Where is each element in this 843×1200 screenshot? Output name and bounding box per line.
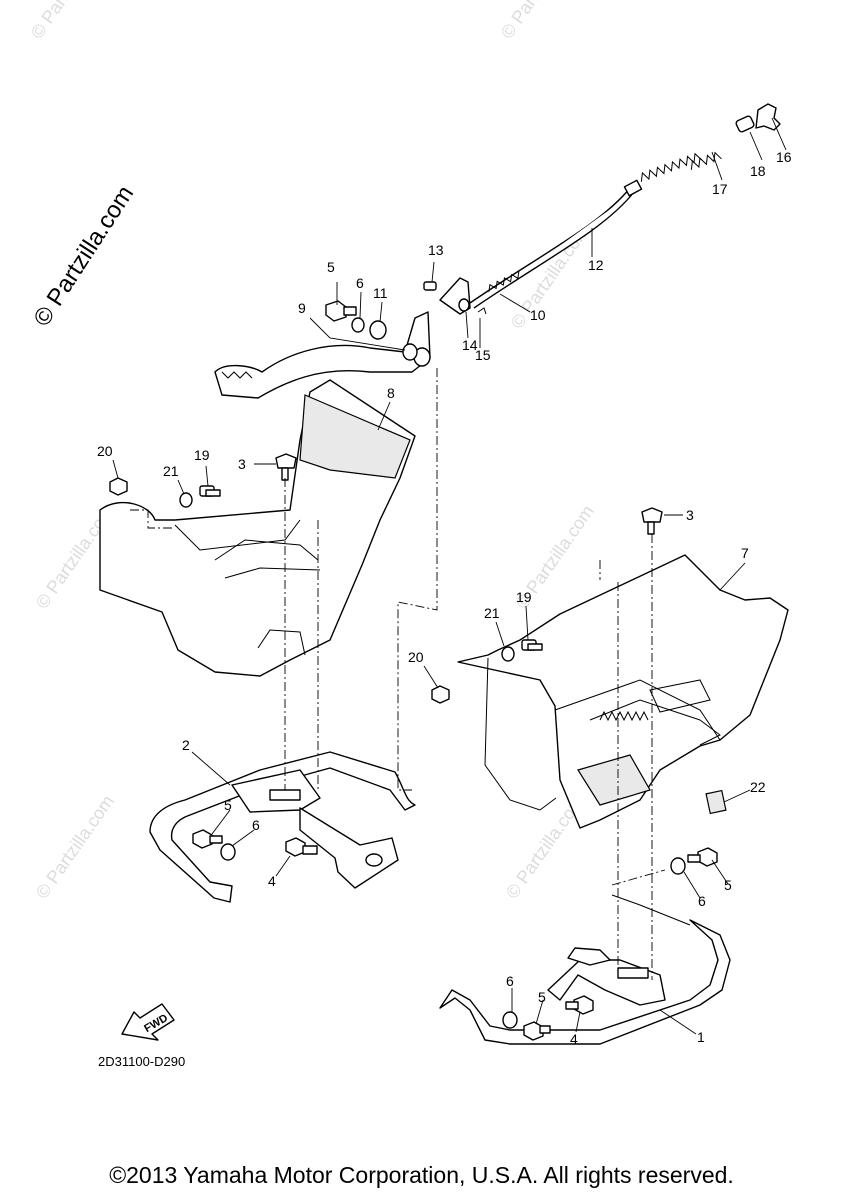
callout-6: 6 bbox=[356, 275, 364, 291]
bolt-5-right-upper bbox=[687, 847, 718, 867]
callout-4: 4 bbox=[570, 1031, 578, 1047]
callout-5: 5 bbox=[724, 877, 732, 893]
bolt-4-left bbox=[285, 837, 318, 857]
callout-11: 11 bbox=[373, 285, 388, 301]
callout-21: 21 bbox=[484, 605, 500, 621]
callout-19: 19 bbox=[194, 447, 210, 463]
brake-pedal-9 bbox=[214, 311, 431, 399]
callout-13: 13 bbox=[428, 242, 444, 258]
callout-7: 7 bbox=[741, 545, 749, 561]
callout-21: 21 bbox=[163, 463, 179, 479]
nut-20-right bbox=[431, 685, 450, 704]
callout-2: 2 bbox=[182, 737, 190, 753]
callout-15: 15 bbox=[475, 347, 491, 363]
fwd-arrow: FWD bbox=[121, 1003, 175, 1041]
brake-cable bbox=[469, 179, 643, 309]
washer-6-left bbox=[220, 843, 236, 861]
cotter-pin-15 bbox=[477, 307, 487, 315]
callout-10: 10 bbox=[530, 307, 546, 323]
nut-20-left bbox=[109, 477, 128, 496]
bolt-19-right bbox=[521, 639, 543, 651]
washer-11 bbox=[369, 320, 387, 340]
leader-lines bbox=[112, 117, 787, 1035]
callout-3: 3 bbox=[686, 507, 694, 523]
callout-5: 5 bbox=[327, 259, 335, 275]
watermark-faint: © Partzilla.com bbox=[497, 0, 583, 42]
diagram-code: 2D31100-D290 bbox=[98, 1054, 185, 1069]
bolt-3-left bbox=[275, 453, 297, 481]
right-footrest-7 bbox=[457, 554, 789, 829]
alignment-lines bbox=[130, 368, 666, 980]
pin-13 bbox=[423, 281, 437, 291]
washer-6-top bbox=[351, 317, 365, 333]
callout-5: 5 bbox=[538, 989, 546, 1005]
label-22 bbox=[705, 789, 727, 815]
right-bracket-1 bbox=[439, 894, 731, 1045]
bolt-5-left bbox=[192, 829, 223, 849]
callout-20: 20 bbox=[408, 649, 424, 665]
callout-6: 6 bbox=[698, 893, 706, 909]
callout-3: 3 bbox=[238, 456, 246, 472]
watermark-faint: © Partzilla.com bbox=[32, 791, 118, 902]
washer-6-right-lower bbox=[502, 1011, 518, 1029]
bolt-5-top bbox=[325, 300, 357, 322]
bolt-19-left bbox=[199, 485, 221, 497]
cable-spring-17 bbox=[640, 151, 722, 182]
callout-6: 6 bbox=[252, 817, 260, 833]
callout-4: 4 bbox=[268, 873, 276, 889]
left-bracket-2 bbox=[149, 751, 416, 903]
left-footrest-8 bbox=[99, 379, 416, 677]
bolt-4-right bbox=[565, 995, 594, 1015]
washer-6-right-upper bbox=[670, 857, 686, 875]
callout-19: 19 bbox=[516, 589, 532, 605]
callout-5: 5 bbox=[224, 797, 232, 813]
callout-8: 8 bbox=[387, 385, 395, 401]
callout-9: 9 bbox=[298, 300, 306, 316]
callout-14: 14 bbox=[462, 337, 478, 353]
return-spring-10 bbox=[488, 271, 520, 292]
copyright-notice: ©2013 Yamaha Motor Corporation, U.S.A. A… bbox=[109, 1162, 734, 1188]
callout-6: 6 bbox=[506, 973, 514, 989]
bolt-3-right bbox=[641, 507, 663, 535]
washer-21-right bbox=[501, 646, 515, 662]
callout-20: 20 bbox=[97, 443, 113, 459]
callout-12: 12 bbox=[588, 257, 604, 273]
callout-1: 1 bbox=[697, 1029, 705, 1045]
washer-21-left bbox=[179, 492, 193, 508]
watermark-faint: © Partzilla.com bbox=[27, 0, 113, 42]
wing-nut-16 bbox=[755, 103, 781, 131]
callout-18: 18 bbox=[750, 163, 766, 179]
callouts: 5 6 11 9 13 10 12 14 15 16 17 18 8 3 20 … bbox=[97, 149, 792, 1047]
callout-17: 17 bbox=[712, 181, 728, 197]
brand-watermark: © Partzilla.com bbox=[28, 181, 139, 331]
callout-16: 16 bbox=[776, 149, 792, 165]
washer-14 bbox=[458, 298, 470, 312]
callout-22: 22 bbox=[750, 779, 766, 795]
adjuster-18 bbox=[735, 115, 755, 133]
bolt-5-right-lower bbox=[523, 1021, 551, 1041]
